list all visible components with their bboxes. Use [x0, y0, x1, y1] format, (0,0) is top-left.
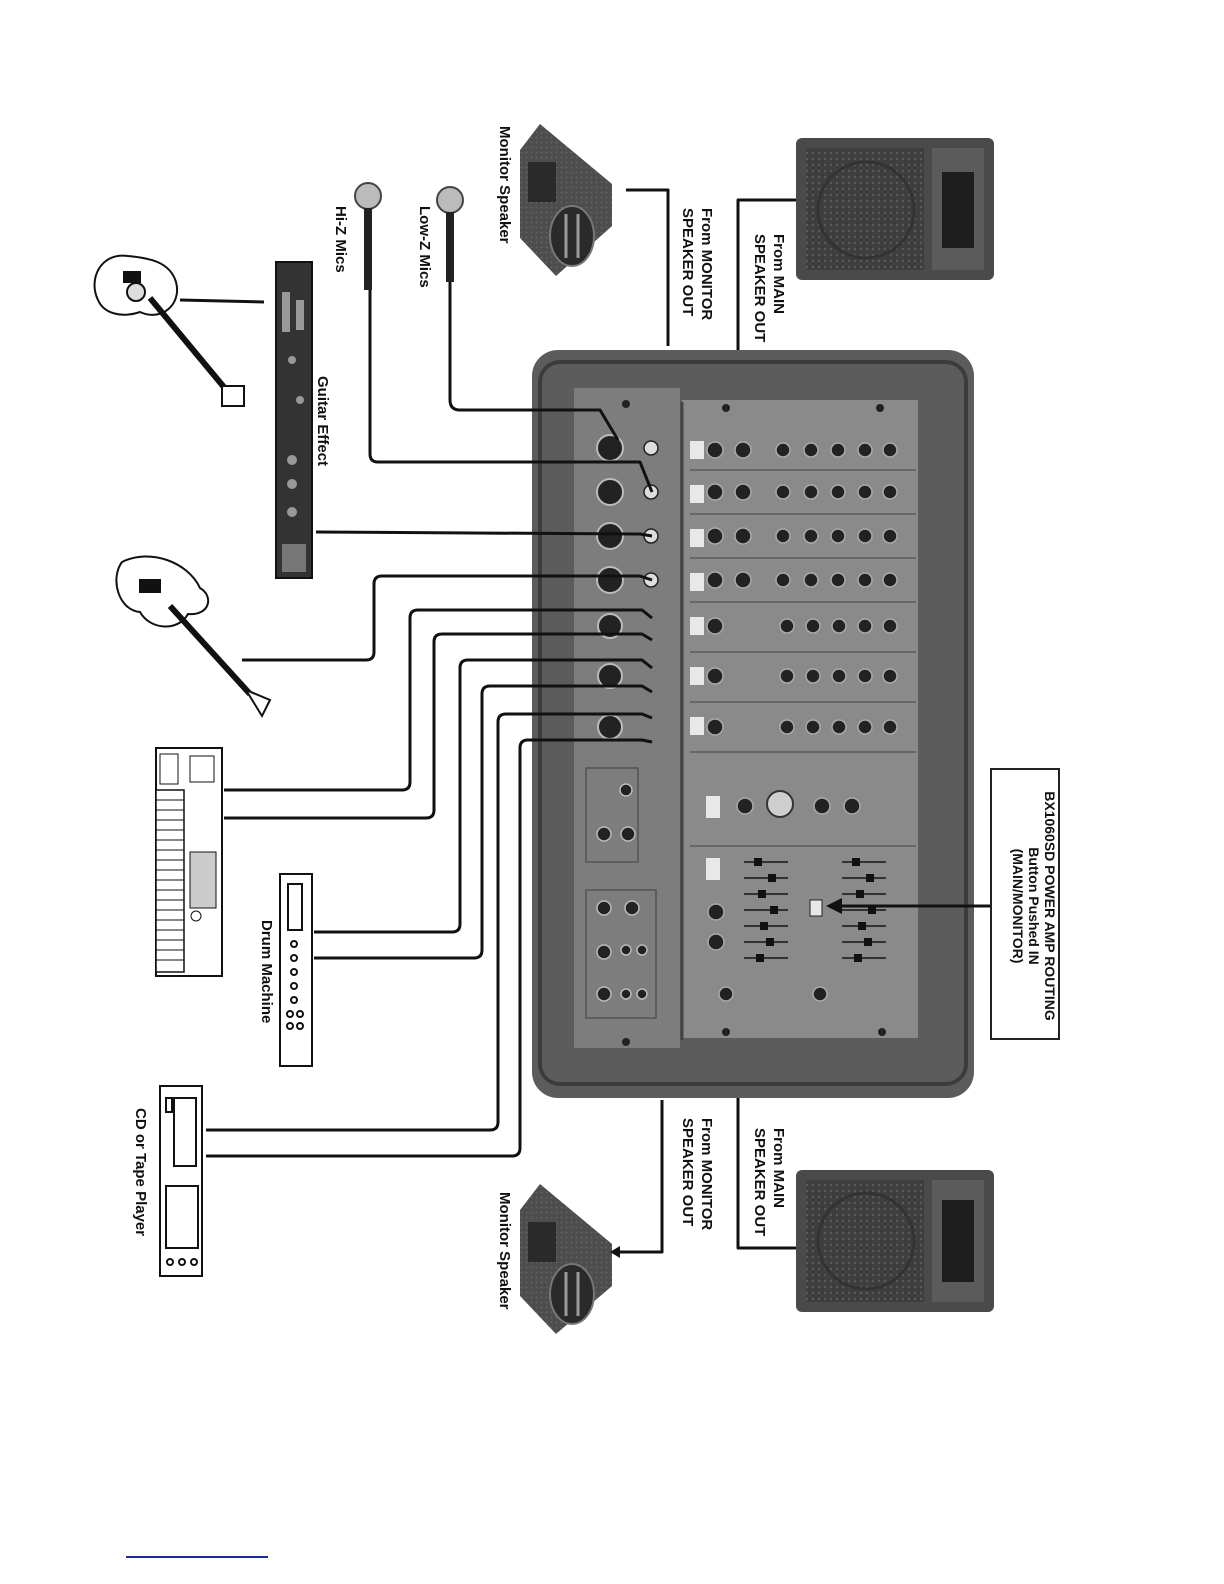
callout-line: (MAIN/MONITOR): [1010, 774, 1026, 1038]
label-line: From MAIN: [769, 234, 788, 342]
label-from-monitor-top: From MONITOR SPEAKER OUT: [678, 208, 716, 320]
callout-text: BX1060SD POWER AMP ROUTING Button Pushed…: [1010, 774, 1058, 1038]
main-speaker-bottom: [796, 1170, 994, 1312]
low-z-microphone: [437, 187, 463, 282]
label-low-z-mics: Low-Z Mics: [415, 206, 434, 288]
label-line: From MONITOR: [697, 1118, 716, 1230]
label-line: SPEAKER OUT: [750, 1128, 769, 1236]
label-guitar-effect: Guitar Effect: [313, 376, 332, 466]
guitar-effect-unit: [276, 262, 312, 578]
hi-z-microphone: [355, 183, 381, 290]
label-monitor-speaker-top: Monitor Speaker: [495, 126, 514, 244]
label-line: From MONITOR: [697, 208, 716, 320]
callout-line: Button Pushed IN: [1026, 774, 1042, 1038]
power-amp-routing-button: [810, 900, 822, 916]
label-monitor-speaker-bottom: Monitor Speaker: [495, 1192, 514, 1310]
main-speaker-top: [796, 138, 994, 280]
monitor-speaker-bottom: [520, 1184, 612, 1334]
keyboard-synthesizer: [156, 748, 222, 976]
electric-guitar: [116, 556, 270, 716]
label-drum-machine: Drum Machine: [257, 920, 276, 1023]
callout-line: BX1060SD POWER AMP ROUTING: [1042, 774, 1058, 1038]
acoustic-guitar: [95, 256, 244, 406]
label-line: SPEAKER OUT: [750, 234, 769, 342]
label-from-main-bottom: From MAIN SPEAKER OUT: [750, 1128, 788, 1236]
label-line: SPEAKER OUT: [678, 208, 697, 320]
label-cd-tape-player: CD or Tape Player: [131, 1108, 150, 1236]
label-from-main-top: From MAIN SPEAKER OUT: [750, 234, 788, 342]
monitor-speaker-top: [520, 124, 612, 276]
label-line: From MAIN: [769, 1128, 788, 1236]
cd-tape-player: [160, 1086, 202, 1276]
label-line: SPEAKER OUT: [678, 1118, 697, 1230]
master-volume-knob: [767, 791, 793, 817]
drum-machine: [280, 874, 312, 1066]
label-hi-z-mics: Hi-Z Mics: [331, 206, 350, 273]
label-from-monitor-bottom: From MONITOR SPEAKER OUT: [678, 1118, 716, 1230]
footer-rule: [126, 1556, 268, 1558]
